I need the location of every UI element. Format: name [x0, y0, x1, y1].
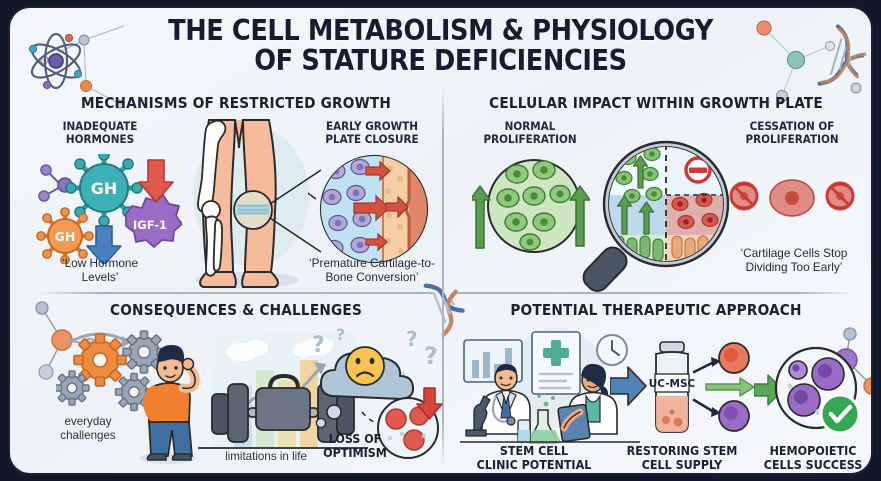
arrow-right-icon: [754, 374, 784, 406]
poster-panel: THE CELL METABOLISM & PHYSIOLOGY OF STAT…: [8, 6, 873, 475]
section-heading-cellular-impact: CELLULAR IMPACT WITHIN GROWTH PLATE: [489, 94, 823, 112]
label-inadequate-hormones: INADEQUATE HORMONES: [62, 119, 138, 147]
prohibited-icon: [729, 181, 855, 211]
clock-icon: [596, 334, 628, 366]
up-arrow-green-icon: [472, 185, 590, 249]
question-mark-icon: ?: [312, 333, 325, 358]
chart-icon: [463, 339, 523, 383]
title-line-2: OF STATURE DEFICIENCIES: [254, 44, 627, 78]
svg-text:GH: GH: [55, 229, 76, 244]
arrow-right-icon: [610, 366, 647, 406]
vial-icon: UC-MSC: [649, 341, 696, 433]
arrow-right-icon: [705, 377, 755, 397]
caption-low-hormone-levels: ‘Low Hormone Levels’: [61, 256, 139, 285]
question-mark-icon: ?: [398, 370, 406, 386]
flask-icon: [517, 394, 561, 444]
stopped-cells-icon: [729, 179, 855, 217]
molecule-icon: [816, 327, 871, 395]
vertical-divider: [442, 88, 444, 466]
svg-text:IGF-1: IGF-1: [133, 218, 167, 232]
section-heading-consequences: CONSEQUENCES & CHALLENGES: [110, 301, 362, 319]
caption-limitations-in-life: limitations in life: [225, 450, 307, 463]
cell-purple-icon: [718, 400, 750, 432]
doctor-male-icon: [481, 363, 531, 435]
up-arrow-green-icon: [616, 155, 655, 235]
clipboard-icon: [557, 403, 591, 443]
label-early-growth-plate-closure: EARLY GROWTH PLATE CLOSURE: [325, 119, 419, 147]
growth-plate-closeup-illustration: [308, 154, 429, 264]
doctor-female-icon: [557, 363, 618, 443]
normal-proliferation-cells-icon: [472, 159, 590, 253]
microscope-icon: [465, 395, 491, 437]
caption-loss-of-optimism: LOSS OF OPTIMISM: [323, 431, 387, 461]
label-normal-proliferation: NORMAL PROLIFERATION: [483, 119, 577, 147]
caption-everyday-challenges: everyday challenges: [60, 415, 116, 442]
section-heading-mechanisms: MECHANISMS OF RESTRICTED GROWTH: [80, 94, 392, 112]
question-mark-icon: ?: [424, 342, 438, 370]
arrow-down-red-icon: [138, 159, 174, 203]
hemopoietic-success-illustration: [754, 346, 861, 435]
page-title: THE CELL METABOLISM & PHYSIOLOGY OF STAT…: [10, 14, 871, 78]
caption-cartilage-cells-stop: ‘Cartilage Cells Stop Dividing Too Early…: [740, 246, 848, 275]
horizontal-divider-right: [458, 292, 854, 294]
label-cessation-of-proliferation: CESSATION OF PROLIFERATION: [745, 119, 839, 147]
caption-premature-conversion: ‘Premature Cartilage-to- Bone Conversion…: [309, 256, 435, 285]
svg-text:GH: GH: [91, 179, 118, 198]
cell-orange-icon: [718, 342, 750, 374]
vial-restoring-illustration: UC-MSC: [610, 341, 755, 433]
stem-cell-clinic-illustration: [460, 328, 640, 444]
magnifier-growth-plate-icon: [582, 140, 730, 292]
caption-restoring-stem-cell: RESTORING STEM CELL SUPPLY: [626, 443, 738, 473]
section-heading-therapeutic: POTENTIAL THERAPEUTIC APPROACH: [510, 301, 802, 319]
caption-hemopoietic-success: HEMOPOIETIC CELLS SUCCESS: [763, 443, 863, 473]
title-line-1: THE CELL METABOLISM & PHYSIOLOGY: [168, 14, 713, 47]
arrow-down-red-icon: [416, 387, 443, 420]
check-circle-icon: [819, 393, 861, 435]
svg-text:UC-MSC: UC-MSC: [649, 378, 696, 390]
gears-icon: [56, 330, 166, 412]
person-confused-icon: [140, 344, 200, 464]
question-mark-icon: ?: [336, 325, 345, 344]
no-entry-icon: [684, 156, 712, 184]
question-mark-icon: ?: [406, 327, 418, 351]
horizontal-divider-left: [38, 292, 433, 294]
medical-cross-document-icon: [531, 331, 581, 395]
hormone-molecules-illustration: GH GH IGF-1: [36, 154, 182, 264]
caption-stem-cell-clinic: STEM CELL CLINIC POTENTIAL: [476, 443, 592, 473]
